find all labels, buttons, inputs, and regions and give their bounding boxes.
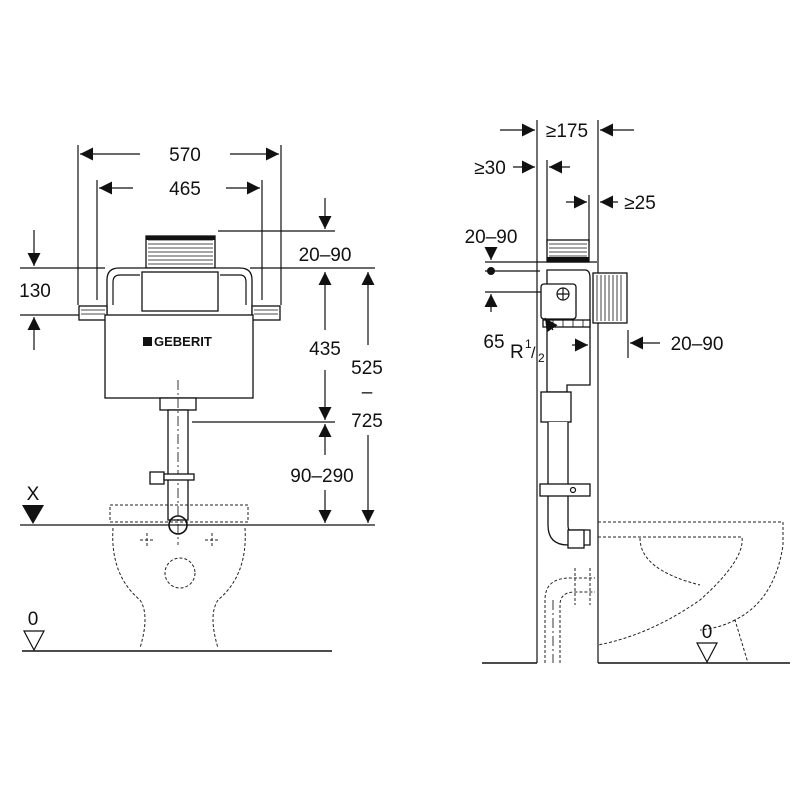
dimension-570: 570 — [80, 145, 279, 166]
dim-front-gap: ≥30 — [474, 158, 506, 179]
dim-depth: ≥175 — [546, 121, 588, 142]
level-zero-label-front: 0 — [28, 609, 39, 630]
side-view: ≥175 ≥30 ≥25 20–90 65 R 1 / 2 — [465, 120, 790, 664]
brand-logo-mark — [143, 337, 152, 346]
dim-bracket: 130 — [19, 281, 51, 302]
dim-rear-gap: ≥25 — [624, 193, 656, 214]
dim-width-outer: 570 — [169, 145, 201, 166]
dim-total-sep: – — [362, 382, 373, 403]
thread-label: R 1 / 2 — [510, 337, 545, 365]
dim-tank-height: 435 — [309, 339, 341, 360]
cistern-tank — [104, 314, 254, 399]
brand-logo: GEBERIT — [154, 334, 212, 349]
thread-denominator: 2 — [538, 351, 545, 365]
dim-outlet-height: 90–290 — [290, 466, 353, 487]
level-marker-open-icon — [23, 630, 45, 652]
dim-actuator-side: 20–90 — [465, 227, 518, 248]
toilet-front-outline — [109, 504, 249, 649]
actuator-housing — [145, 235, 216, 269]
dim-total-to: 725 — [351, 411, 383, 432]
level-zero-label-side: 0 — [702, 622, 713, 643]
dim-actuator-front: 20–90 — [299, 245, 352, 266]
dim-width-inner: 465 — [169, 179, 201, 200]
level-x-label: X — [27, 484, 40, 505]
svg-text:/: / — [531, 345, 536, 362]
toilet-side-outline — [597, 521, 784, 664]
dimension-465: 465 — [99, 179, 260, 200]
dim-wall: 20–90 — [671, 334, 724, 355]
level-marker-open-icon-side — [696, 642, 718, 664]
level-marker-filled-icon — [22, 505, 44, 524]
front-view: 570 465 20–90 130 — [19, 145, 383, 652]
thread-letter: R — [510, 342, 524, 363]
dim-total-from: 525 — [351, 358, 383, 379]
thread-numerator: 1 — [525, 337, 532, 351]
dim-supply-height: 65 — [483, 332, 504, 353]
